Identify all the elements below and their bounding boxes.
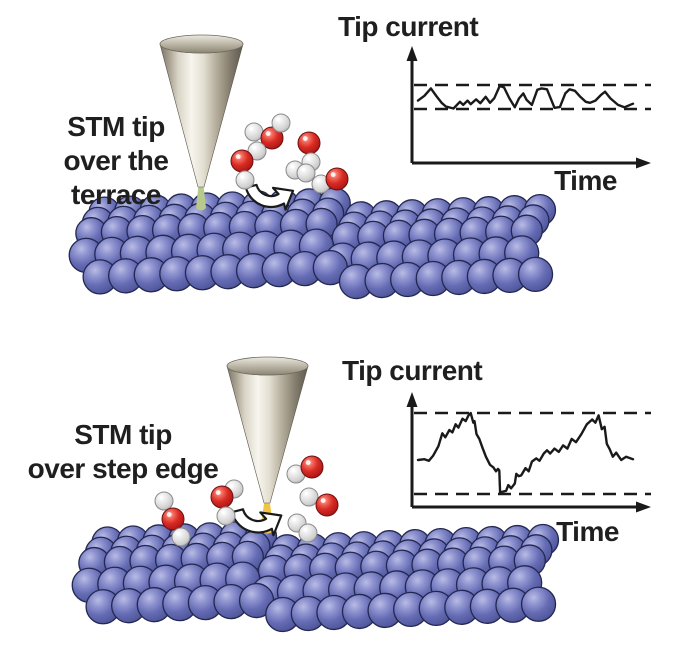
tip-current-plot-step-edge [406,392,651,513]
water-molecules-terrace [230,113,349,194]
panel-label-line: over the [63,145,169,176]
tip-apex [196,181,206,211]
panel-label-step-edge: STM tip over step edge [18,418,228,486]
terrace-illustration [68,34,557,300]
desorption-arrow-step-edge [230,508,283,537]
step-edge-illustration [71,356,560,633]
water-molecules-step-edge [154,455,339,547]
metal-slab-step-edge [71,520,560,633]
stm-tip-cone-terrace [159,34,244,211]
graph-title-step-edge: Tip current [342,355,483,386]
tip-current-plot-terrace [406,46,651,169]
tip-current-trace [416,411,635,494]
y-axis-arrowhead [406,46,418,61]
desorption-arrow-terrace [244,183,295,211]
panel-label-line: STM tip [67,111,165,142]
panel-label-line: terrace [71,179,161,210]
panel-label-line: over step edge [27,453,219,484]
y-axis-arrowhead [406,392,418,407]
x-axis-arrowhead [636,157,651,169]
time-axis-label-terrace: Time [554,165,617,196]
panel-label-line: STM tip [74,419,172,450]
stm-tip-cone-step-edge [226,356,309,534]
panel-label-terrace: STM tip over the terrace [36,110,196,212]
tip-current-trace [416,84,635,110]
graph-title-terrace: Tip current [338,11,479,42]
x-axis-arrowhead [636,501,651,513]
time-axis-label-step-edge: Time [556,516,619,547]
